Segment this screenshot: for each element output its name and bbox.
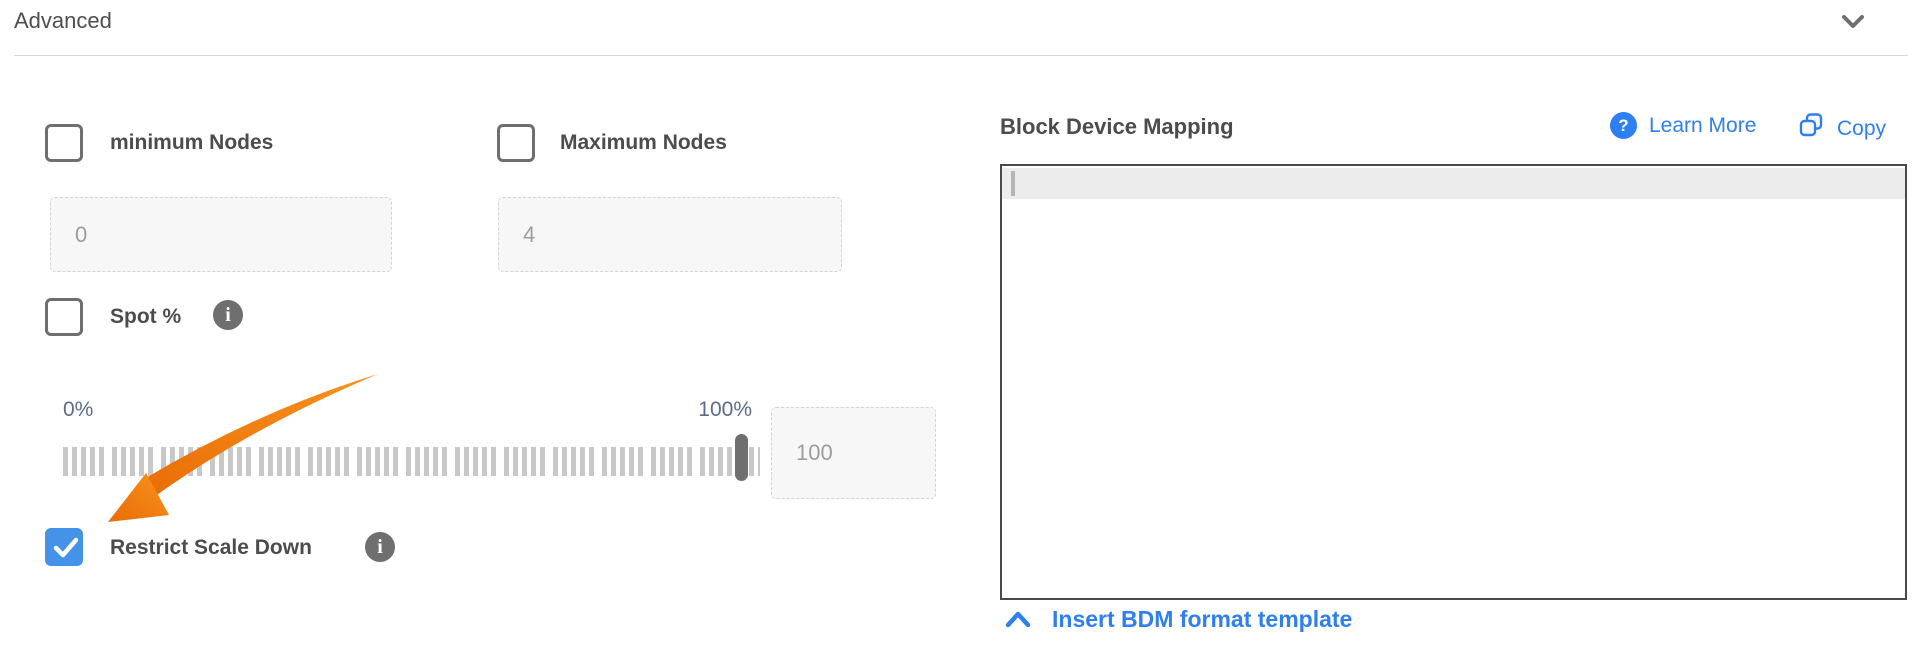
- slider-max-label: 100%: [698, 398, 752, 421]
- learn-more-label: Learn More: [1649, 113, 1757, 137]
- restrict-scale-down-label: Restrict Scale Down: [110, 536, 312, 559]
- copy-button[interactable]: Copy: [1798, 112, 1886, 145]
- insert-bdm-template-label: Insert BDM format template: [1052, 606, 1353, 632]
- spot-percent-slider-track[interactable]: [63, 447, 760, 476]
- chevron-down-icon: [1836, 15, 1870, 40]
- spot-info-icon[interactable]: i: [213, 300, 243, 330]
- header-divider: [14, 55, 1908, 56]
- restrict-scale-down-checkbox[interactable]: [45, 528, 83, 566]
- spot-percent-checkbox[interactable]: [45, 298, 83, 336]
- minimum-nodes-input[interactable]: [50, 197, 392, 272]
- restrict-info-icon[interactable]: i: [365, 532, 395, 562]
- maximum-nodes-checkbox[interactable]: [497, 124, 535, 162]
- maximum-nodes-label: Maximum Nodes: [560, 131, 727, 154]
- editor-text-cursor: [1011, 171, 1015, 196]
- spot-percent-input[interactable]: [771, 407, 936, 499]
- spot-percent-label: Spot %: [110, 305, 182, 328]
- section-title: Advanced: [14, 8, 112, 33]
- copy-icon: [1798, 112, 1825, 145]
- editor-active-line: [1002, 168, 1905, 199]
- insert-bdm-template-link[interactable]: Insert BDM format template: [1004, 606, 1352, 633]
- maximum-nodes-input[interactable]: [498, 197, 842, 272]
- slider-min-label: 0%: [63, 398, 94, 421]
- block-device-mapping-title: Block Device Mapping: [1000, 114, 1234, 139]
- learn-more-link[interactable]: ? Learn More: [1610, 112, 1756, 139]
- spot-percent-slider-handle[interactable]: [735, 434, 748, 481]
- bdm-editor[interactable]: [1000, 164, 1907, 600]
- question-icon: ?: [1610, 112, 1637, 139]
- minimum-nodes-checkbox[interactable]: [45, 124, 83, 162]
- copy-label: Copy: [1837, 116, 1887, 140]
- collapse-section-button[interactable]: [1836, 6, 1870, 36]
- chevron-up-icon: [1004, 609, 1032, 631]
- minimum-nodes-label: minimum Nodes: [110, 131, 274, 154]
